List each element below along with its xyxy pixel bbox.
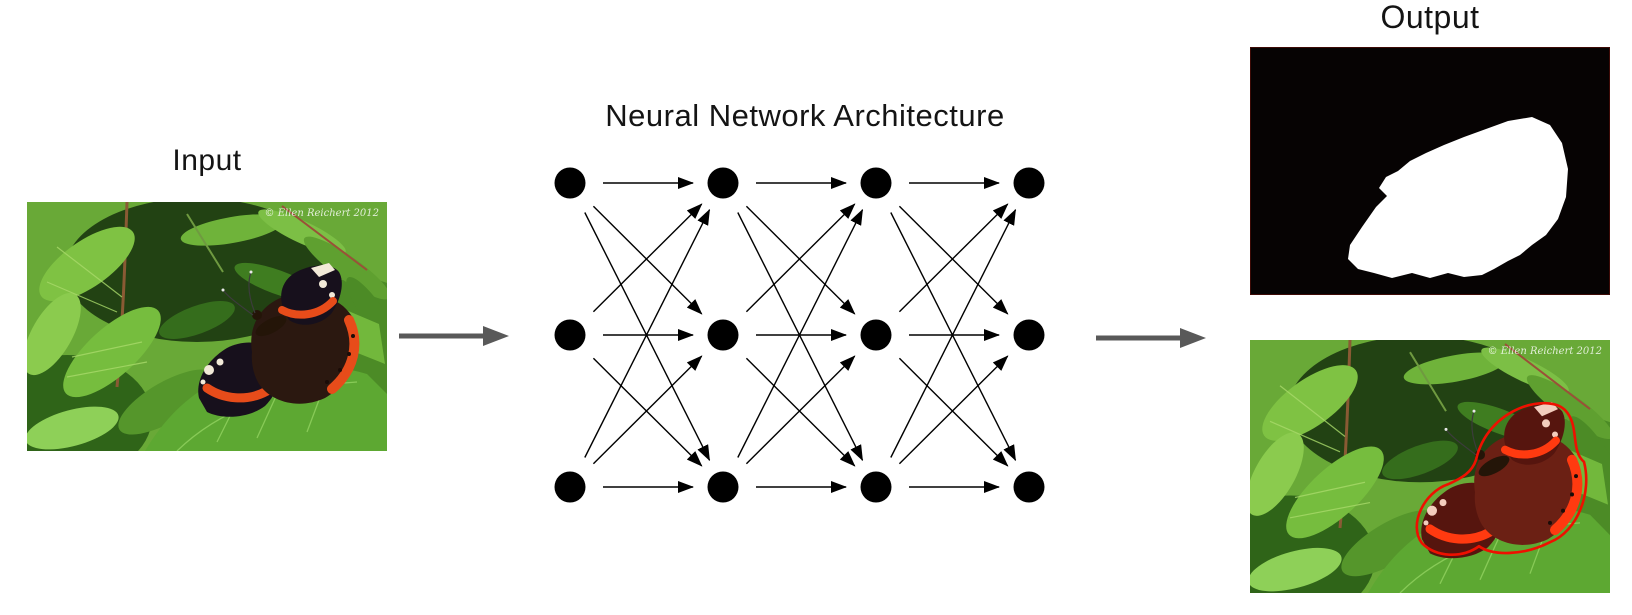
network-edge [592,203,703,313]
flow-arrow-icon [1096,328,1206,348]
photo-watermark: © Ellen Reichert 2012 [1488,345,1602,357]
network-edge [745,203,856,313]
leaf-shape [1286,446,1384,539]
leaf-shape [1262,365,1358,441]
leaf-shape [27,292,81,376]
neural-network-diagram [554,167,1045,503]
network-edge [737,208,864,458]
leaf-shape [346,277,387,347]
input-photo: © Ellen Reichert 2012 [27,202,387,451]
leaf-shape [303,236,387,300]
leaf-shape [1403,352,1507,385]
leaf-shape [1382,440,1458,480]
network-node [554,167,586,199]
flow-arrow-icon [399,326,509,346]
leaf-shape [1526,375,1610,439]
network-node [860,471,892,503]
leaf-shape [180,214,284,246]
network-node [860,319,892,351]
network-edge [592,357,703,467]
network-node [1013,319,1045,351]
network-edge [890,212,1017,462]
network-edge [584,212,711,462]
butterfly-segmented [1415,401,1588,559]
network-edge [898,205,1009,315]
leaf-shape [1341,510,1439,577]
network-edge [898,203,1009,313]
network-edge [898,355,1009,465]
photo-watermark: © Ellen Reichert 2012 [265,208,379,219]
leaf-shape [118,369,216,435]
network-edge [737,212,864,462]
leaf-shape [1250,547,1342,592]
network-edge [745,357,856,467]
network-edge [584,208,711,458]
network-edge [890,208,1017,458]
network-node [554,319,586,351]
segmentation-mask-image [1250,47,1610,295]
mask-butterfly-blob [1348,117,1568,278]
network-edge [745,205,856,315]
network-node [554,471,586,503]
network-node [707,319,739,351]
network-node [707,471,739,503]
network-node [707,167,739,199]
segmented-photo: © Ellen Reichert 2012 [1250,340,1610,593]
input-label: Input [172,144,242,177]
network-node [860,167,892,199]
network-edge [898,357,1009,467]
output-label: Output [1380,0,1480,35]
network-edge [592,205,703,315]
network-title: Neural Network Architecture [605,98,1005,133]
leaf-shape [27,406,119,450]
leaf-shape [63,306,161,398]
network-edge [592,355,703,465]
network-edge [745,355,856,465]
butterfly [198,263,360,417]
network-node [1013,167,1045,199]
leaf-shape [1569,416,1610,488]
network-node [1013,471,1045,503]
segmentation-contour [1415,401,1588,557]
leaf-shape [159,301,235,339]
leaf-shape [39,226,135,302]
leaf-shape [1250,432,1304,516]
